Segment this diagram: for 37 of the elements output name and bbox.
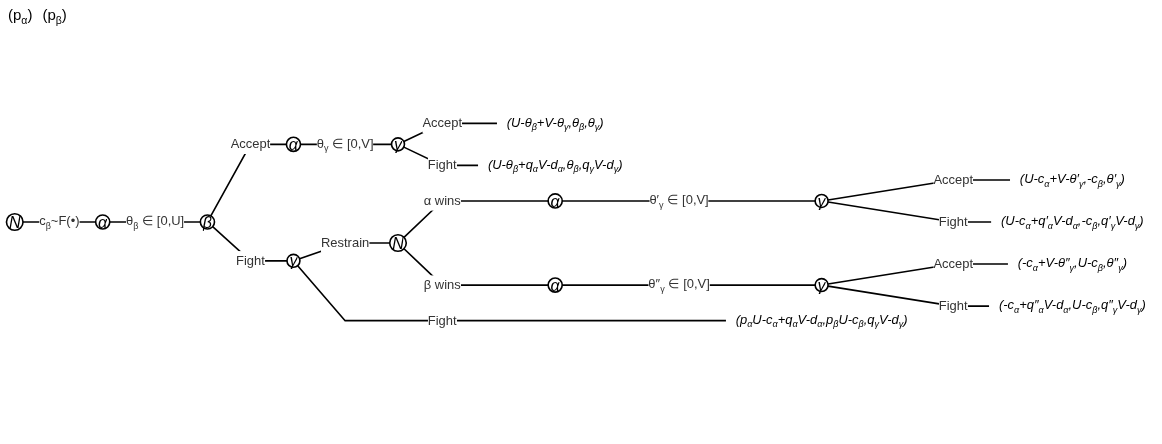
edge-label: Fight <box>938 298 968 313</box>
edge-label: Accept <box>933 172 974 187</box>
edge-label: β wins <box>423 277 461 292</box>
node-circle: β <box>199 214 216 230</box>
probability-label: (p$_{α}$) <box>8 6 33 26</box>
node-text: (-c$_{α}$+V-θ″$_{γ}$,U-c$_{β}$,θ″$_{γ}$) <box>1017 255 1128 273</box>
edge-label: θ′$_{γ}$ ∈ [0,V] <box>649 192 709 210</box>
edge-label: θ″$_{γ}$ ∈ [0,V] <box>648 277 710 294</box>
node-circle: α <box>94 214 111 230</box>
edge-label: Fight <box>236 253 265 268</box>
edge-label: Fight <box>427 313 457 328</box>
edge-label: Accept <box>422 116 463 130</box>
edge-label: θ$_{β}$ ∈ [0,U] <box>125 213 185 231</box>
edge-label: Fight <box>938 214 968 229</box>
edge-label: Restrain <box>321 235 370 250</box>
connector <box>296 264 727 322</box>
node-text: (U-c$_{α}$+V-θ′$_{γ}$,-c$_{β}$,θ′$_{γ}$) <box>1019 171 1125 189</box>
node-circle: α <box>547 277 564 293</box>
node-text: (p$_{α}$U-c$_{α}$+q$_{α}$V-d$_{α}$,p$_{β}$U-c$_{β}$,q$_{γ}$V-d$_{γ}$) <box>735 312 908 329</box>
node-text: (U-c$_{α}$+q′$_{α}$V-d$_{α}$,-c$_{β}$,q′$_{γ}$V-d$_{γ}$) <box>1001 213 1144 231</box>
node-circle: γ <box>814 193 829 209</box>
edge-label: α wins <box>423 193 461 208</box>
edge-label: c$_{β}$~F(•) <box>39 213 80 231</box>
node-circle: N <box>388 233 408 253</box>
node-circle: N <box>5 212 24 232</box>
node-text: (-c$_{α}$+q″$_{α}$V-d$_{α}$,U-c$_{β}$,q″$_{γ}$V-d$_{γ}$) <box>998 298 1146 315</box>
node-circle: γ <box>286 253 301 269</box>
edge-label: Accept <box>933 256 974 271</box>
edge-label: Fight <box>427 158 457 172</box>
node-circle: α <box>285 136 302 153</box>
node-circle: α <box>547 193 564 209</box>
edge-label: θ$_{γ}$ ∈ [0,V] <box>316 136 374 153</box>
node-text: (U-θ$_{β}$+q$_{α}$V-d$_{α}$,θ$_{β}$,q$_{γ}$V-d$_{γ}$) <box>487 157 623 174</box>
probability-label: (p$_{β}$) <box>42 6 67 26</box>
node-circle: γ <box>814 277 829 293</box>
edge-label: Accept <box>230 137 271 151</box>
node-text: (U-θ$_{β}$+V-θ$_{γ}$,θ$_{β}$,θ$_{γ}$) <box>506 115 604 132</box>
